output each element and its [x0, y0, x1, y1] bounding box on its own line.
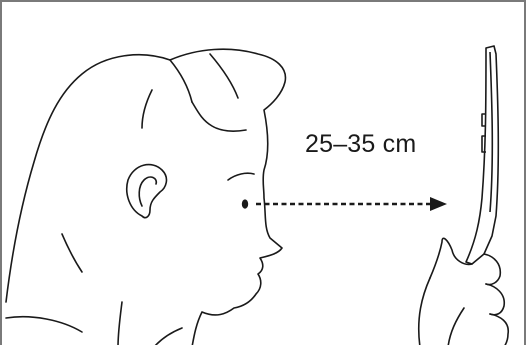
phone-body: [466, 46, 498, 264]
ear: [127, 165, 167, 218]
eyebrow: [228, 173, 254, 180]
palm-outline: [419, 278, 430, 345]
hand: [419, 238, 509, 345]
hair-strand: [210, 54, 238, 98]
phone-edge: [490, 52, 492, 212]
eye: [242, 199, 248, 208]
head-outline: [6, 49, 285, 345]
ear-inner: [139, 177, 156, 206]
hairline: [192, 102, 246, 131]
finger: [490, 314, 508, 345]
finger: [486, 284, 504, 315]
back-of-neck: [62, 234, 82, 272]
wrist: [448, 308, 464, 345]
shoulder-line: [6, 317, 82, 332]
distance-label: 25–35 cm: [305, 130, 416, 159]
finger: [484, 254, 500, 285]
hair-strand: [142, 90, 152, 128]
neck-line: [118, 302, 122, 345]
distance-arrow-head: [430, 197, 447, 211]
smartphone: [466, 46, 498, 264]
collar-line: [154, 328, 182, 345]
hair-strand: [170, 60, 192, 102]
thumb: [430, 238, 472, 278]
